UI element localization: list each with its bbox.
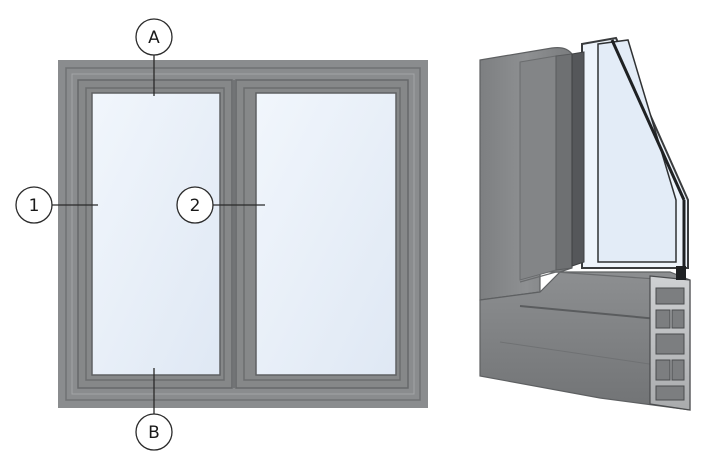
callout-2-label: 2 [190, 196, 201, 216]
profile-chambers [655, 287, 685, 401]
left-glass-pane [91, 92, 221, 376]
profile-vertical-inner-face [519, 55, 557, 281]
outer-frame-inner-line [71, 73, 415, 395]
profile-glass-inner [597, 39, 677, 263]
outer-frame-bevel [65, 67, 421, 401]
callout-b-label: B [148, 423, 160, 443]
profile-glazing-bead-vertical [571, 51, 585, 267]
callout-1: 1 [15, 186, 53, 224]
callout-a-circle [135, 18, 173, 56]
glass-spacer-line [610, 39, 686, 201]
profile-sash-strip [555, 53, 573, 271]
right-sash-bead [243, 87, 401, 381]
left-sash-bead [85, 87, 225, 381]
callout-2-circle [176, 186, 214, 224]
corner-profile-section [479, 36, 691, 411]
callout-b: B [135, 413, 173, 451]
callout-b-circle [135, 413, 173, 451]
profile-gasket [676, 266, 686, 280]
callout-a-label: A [148, 28, 160, 48]
callout-1-label: 1 [29, 196, 40, 216]
window-front-view [58, 60, 428, 408]
callout-1-circle [15, 186, 53, 224]
callouts [52, 55, 265, 414]
callout-a: A [135, 18, 173, 56]
right-glass-pane [255, 92, 397, 376]
callout-2: 2 [176, 186, 214, 224]
